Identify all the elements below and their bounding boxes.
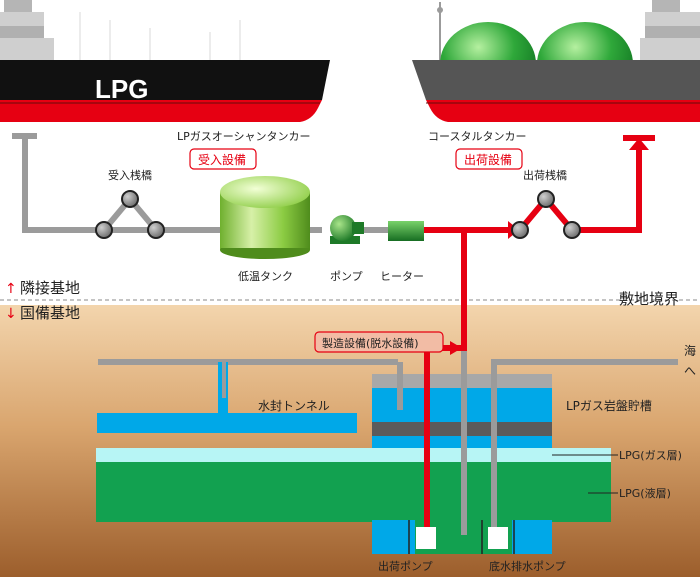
heater-label: ヒーター [380, 270, 424, 283]
sea-outlet-pipe [98, 359, 678, 365]
lpg-gas-layer [96, 448, 611, 462]
drain-pump-body [488, 527, 508, 549]
receiving-pier-valve-top [121, 190, 139, 208]
site-boundary-label: 敷地境界 [619, 290, 679, 308]
pump [330, 215, 364, 244]
shipping-pump-body [416, 527, 436, 549]
shipping-pier-valve-right [563, 221, 581, 239]
cavern-vent-pipe [397, 362, 403, 410]
ocean-tanker-label: LPガスオーシャンタンカー [177, 130, 311, 143]
adjacent-base-label: 隣接基地 [20, 279, 80, 297]
shipping-badge: 出荷設備 [464, 152, 512, 167]
water-seal-tunnel-label: 水封トンネル [258, 399, 330, 413]
receiving-pipeline [12, 133, 390, 233]
shipping-pump-label: 出荷ポンプ [378, 559, 433, 573]
liquid-layer-label: LPG(液層) [619, 486, 671, 500]
ocean-tanker-hull-text: LPG [95, 74, 148, 104]
national-base-label: 国備基地 [20, 304, 80, 322]
drain-pump-casing [408, 520, 515, 554]
pump-label: ポンプ [330, 270, 363, 283]
sea-label: 海 [684, 343, 696, 358]
manufacturing-badge-box [314, 331, 444, 353]
shipping-badge-box [455, 148, 523, 170]
rock-cavern-label: LPガス岩盤貯槽 [566, 398, 652, 413]
manufacturing-badge: 製造設備(脱水設備) [322, 336, 419, 350]
shipping-pipeline [424, 147, 642, 351]
coastal-loading-arrow [629, 138, 649, 150]
manufacturing-flow-arrow [450, 341, 462, 355]
low-temp-tank [220, 176, 310, 259]
adjacent-base-arrow: ↑ [5, 281, 17, 297]
receiving-pier-label: 受入桟橋 [108, 168, 152, 182]
shipping-riser-pipe [424, 345, 430, 527]
water-seal-tunnel [97, 413, 357, 433]
drain-pump-label: 底水排水ポンプ [489, 559, 566, 573]
national-base-arrow: ↓ [5, 306, 17, 322]
gas-layer-label: LPG(ガス層) [619, 449, 682, 462]
receiving-badge: 受入設備 [198, 152, 246, 167]
heater [388, 221, 424, 241]
receiving-pier-valve-right [147, 221, 165, 239]
shipping-pier-label: 出荷桟橋 [523, 168, 567, 182]
shipping-pier-valve-top [537, 190, 555, 208]
shipping-pier-valve-left [511, 221, 529, 239]
layer-leaders [552, 454, 618, 494]
ocean-tanker [0, 0, 330, 122]
sea-label-direction: へ [684, 364, 696, 378]
coastal-tanker [412, 0, 700, 122]
coastal-tanker-label: コースタルタンカー [428, 130, 526, 143]
gas-return-pipe [461, 350, 467, 535]
low-temp-tank-label: 低温タンク [238, 270, 293, 283]
receiving-pier-valve-left [95, 221, 113, 239]
lpg-liquid-layer [96, 462, 611, 522]
receiving-badge-box [189, 148, 257, 170]
tunnel-supply-pipe-core [222, 362, 226, 398]
drain-riser-pipe [491, 359, 497, 527]
